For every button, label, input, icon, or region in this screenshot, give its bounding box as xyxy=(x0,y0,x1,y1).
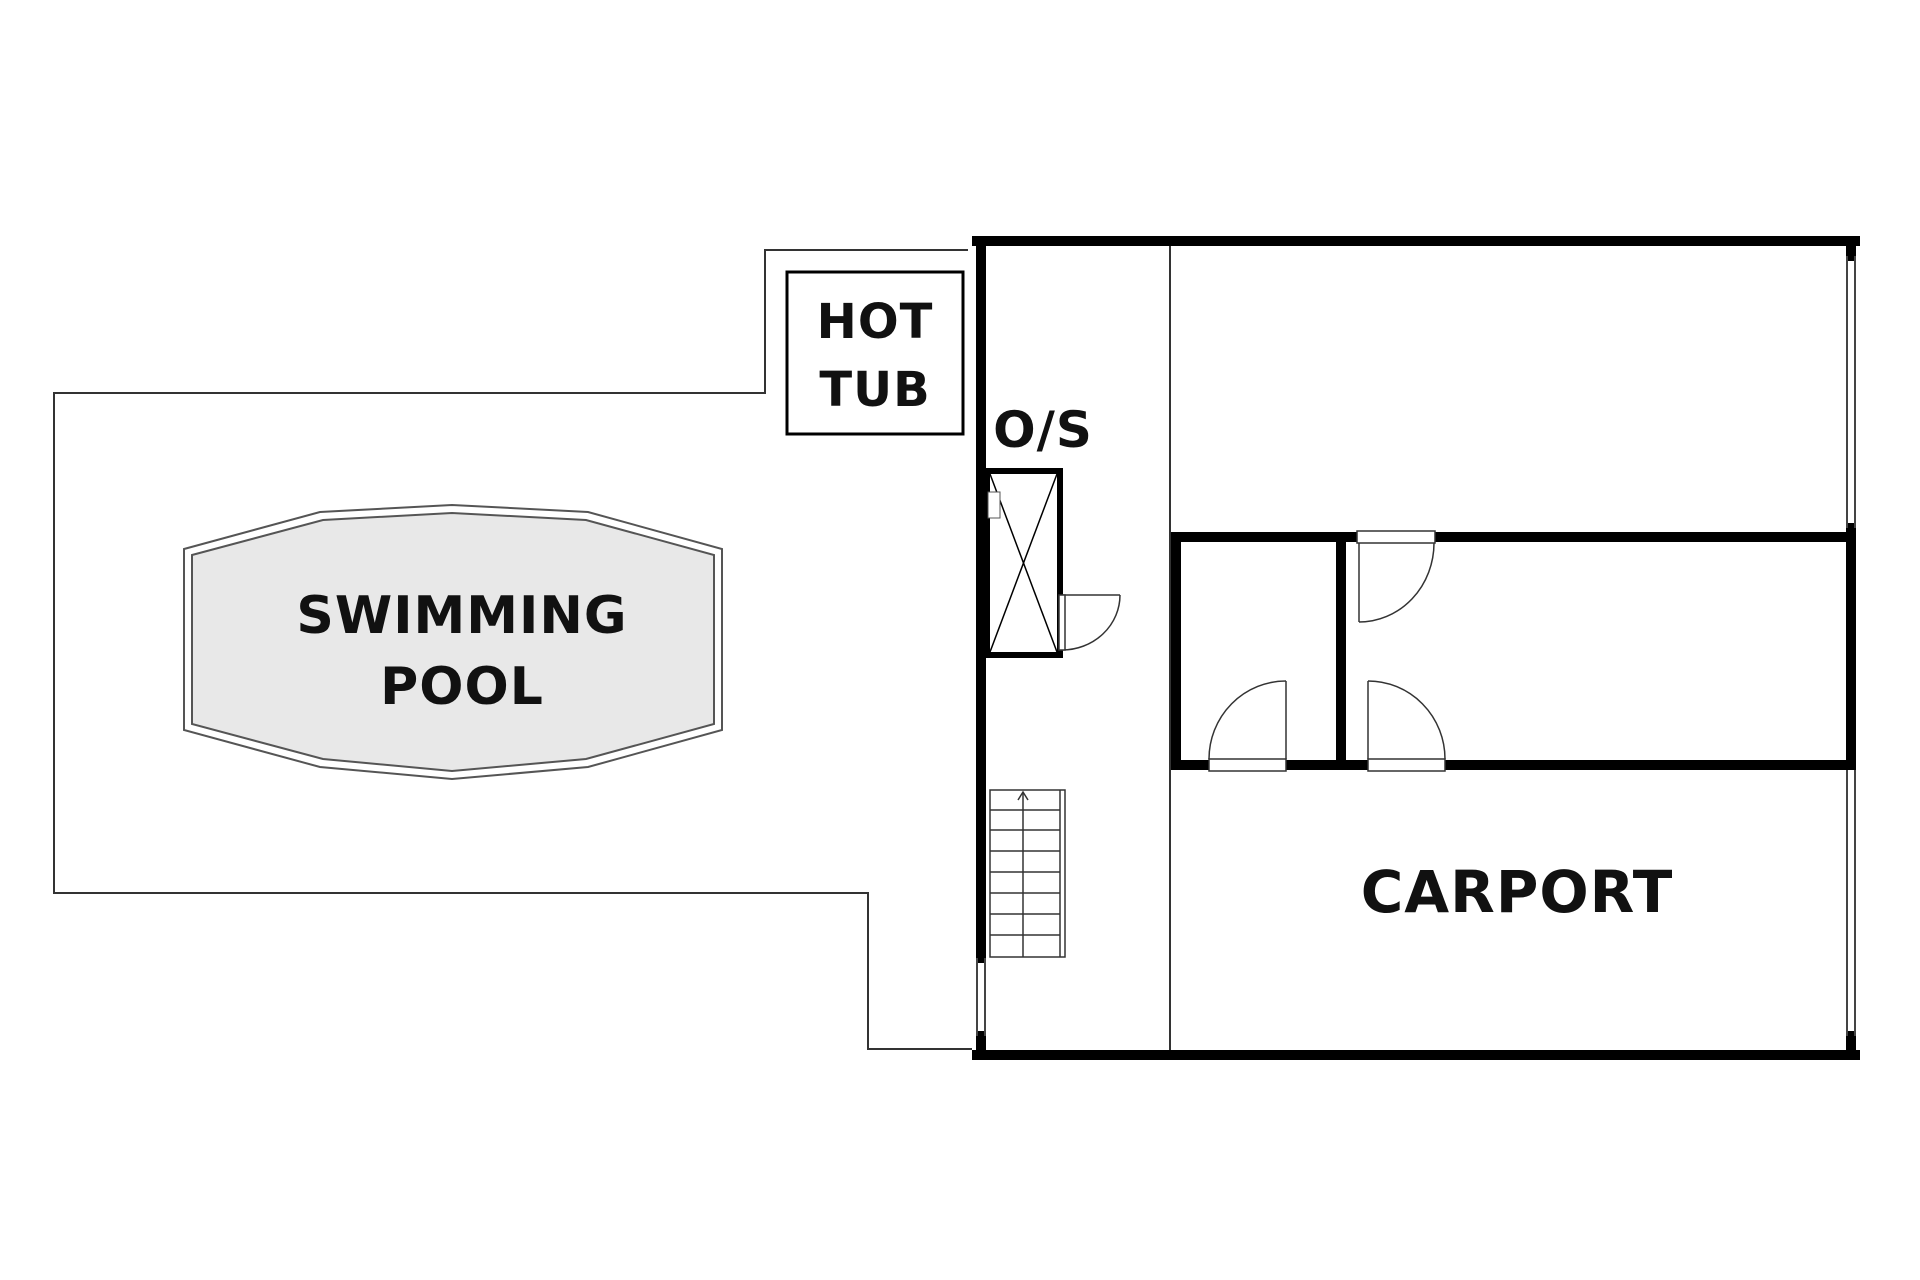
hot-tub xyxy=(785,270,965,436)
stairs xyxy=(989,789,1066,958)
door-openings xyxy=(1208,530,1446,772)
deck-outline xyxy=(53,249,972,1050)
os-label: O/S xyxy=(993,401,1093,459)
exterior-walls xyxy=(972,236,1860,1060)
pool-label-line2: POOL xyxy=(380,657,544,717)
swimming-pool xyxy=(183,503,723,781)
hot-tub-label-line2: TUB xyxy=(819,362,930,418)
carport-label: CARPORT xyxy=(1361,858,1674,926)
storage-closet xyxy=(984,468,1063,658)
closet-door xyxy=(1058,594,1121,651)
door-swings xyxy=(1208,542,1446,760)
pool-label-line1: SWIMMING xyxy=(296,586,627,646)
openings xyxy=(976,256,1856,1036)
interior-walls xyxy=(1171,532,1856,770)
hot-tub-label-line1: HOT xyxy=(817,294,934,350)
